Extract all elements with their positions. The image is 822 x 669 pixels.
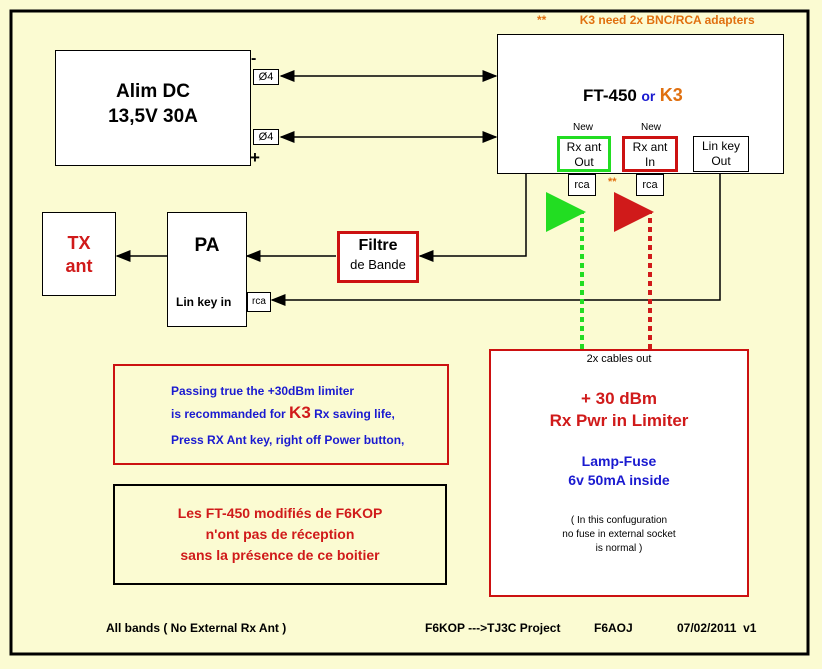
- rx-out-new-label: New: [572, 122, 593, 133]
- footer-project: F6KOP --->TJ3C Project: [425, 621, 561, 635]
- tx-antenna-box: TX ant: [42, 212, 116, 296]
- tx-line2: ant: [65, 256, 93, 276]
- radio-title: FT-450 or K3: [583, 85, 683, 106]
- rx-out-rca-jack: rca: [568, 174, 596, 196]
- footer-bands: All bands ( No External Rx Ant ): [106, 621, 287, 635]
- ft-note-line2: n'ont pas de réception: [205, 526, 355, 542]
- limiter-note-line3: is normal ): [595, 543, 643, 554]
- ports-stars: **: [608, 176, 617, 188]
- rx-in-new-label: New: [640, 122, 661, 133]
- lin-out-line1: Lin key: [701, 139, 741, 153]
- filtre-title: Filtre: [358, 237, 398, 254]
- k3-note-line2b: Rx saving life,: [314, 407, 395, 421]
- k3-note-box: Passing true the +30dBm limiter is recom…: [113, 364, 449, 465]
- pa-rca-jack: rca: [247, 292, 271, 312]
- pa-title: PA: [194, 235, 220, 256]
- limiter-note-line1: ( In this confuguration: [570, 515, 668, 526]
- header-stars: **: [537, 13, 547, 27]
- pa-lin-key-label: Lin key in: [176, 295, 232, 309]
- minus-sign: -: [251, 50, 257, 67]
- limiter-power: + 30 dBm: [580, 389, 658, 408]
- k3-note-line1: Passing true the +30dBm limiter: [171, 384, 355, 398]
- wire-radio-filtre: [418, 174, 527, 262]
- tx-line1: TX: [67, 233, 91, 253]
- rx-in-rca-jack: rca: [636, 174, 664, 196]
- radio-alt-model: K3: [659, 85, 683, 105]
- plus-sign: +: [250, 148, 260, 167]
- limiter-box: 2x cables out + 30 dBm Rx Pwr in Limiter…: [489, 349, 749, 597]
- ft450-note-box: Les FT-450 modifiés de F6KOP n'ont pas d…: [113, 484, 447, 585]
- header-text: K3 need 2x BNC/RCA adapters: [579, 13, 755, 27]
- rx-ant-in-port: Rx ant In: [622, 136, 678, 172]
- radio-model: FT-450: [583, 86, 637, 105]
- footer-author: F6AOJ: [594, 621, 633, 635]
- filtre-subtitle: de Bande: [350, 257, 406, 272]
- alim-dc-box: Alim DC 13,5V 30A: [55, 50, 251, 166]
- k3-note-line2a: is recommanded for: [171, 407, 286, 421]
- ft-note-line1: Les FT-450 modifiés de F6KOP: [177, 505, 383, 521]
- pa-box: PA Lin key in: [167, 212, 247, 327]
- rx-in-line1: Rx ant: [632, 140, 668, 154]
- outer-frame: [9, 9, 810, 656]
- ft-note-line3: sans la présence de ce boitier: [180, 547, 380, 563]
- alim-title: Alim DC: [116, 81, 190, 102]
- rx-out-line1: Rx ant: [566, 140, 602, 154]
- alim-terminal-minus: Ø4: [253, 69, 279, 85]
- limiter-title: Rx Pwr in Limiter: [549, 411, 689, 430]
- cables-out-label: 2x cables out: [586, 353, 652, 365]
- k3-note-line2: is recommanded for K3 Rx saving life,: [171, 403, 395, 423]
- header-note: ** K3 need 2x BNC/RCA adapters: [537, 13, 755, 27]
- filtre-box: Filtre de Bande: [337, 231, 419, 283]
- limiter-note-line2: no fuse in external socket: [562, 529, 676, 540]
- rx-out-line2: Out: [574, 155, 594, 169]
- lin-out-line2: Out: [711, 154, 731, 168]
- k3-note-line3: Press RX Ant key, right off Power button…: [171, 433, 405, 447]
- lin-key-out-port: Lin key Out: [693, 136, 749, 172]
- footer-date: 07/02/2011 v1: [677, 621, 757, 635]
- limiter-note: ( In this confuguration no fuse in exter…: [491, 514, 747, 556]
- radio-or: or: [641, 88, 656, 104]
- wire-lin-key: [270, 174, 721, 306]
- rx-in-line2: In: [644, 155, 655, 169]
- k3-note-k3: K3: [289, 403, 311, 422]
- lamp-fuse-spec: 6v 50mA inside: [568, 472, 670, 488]
- lamp-fuse-label: Lamp-Fuse: [581, 453, 657, 469]
- alim-rating: 13,5V 30A: [108, 106, 198, 127]
- alim-terminal-plus: Ø4: [253, 129, 279, 145]
- rx-ant-out-port: Rx ant Out: [557, 136, 611, 172]
